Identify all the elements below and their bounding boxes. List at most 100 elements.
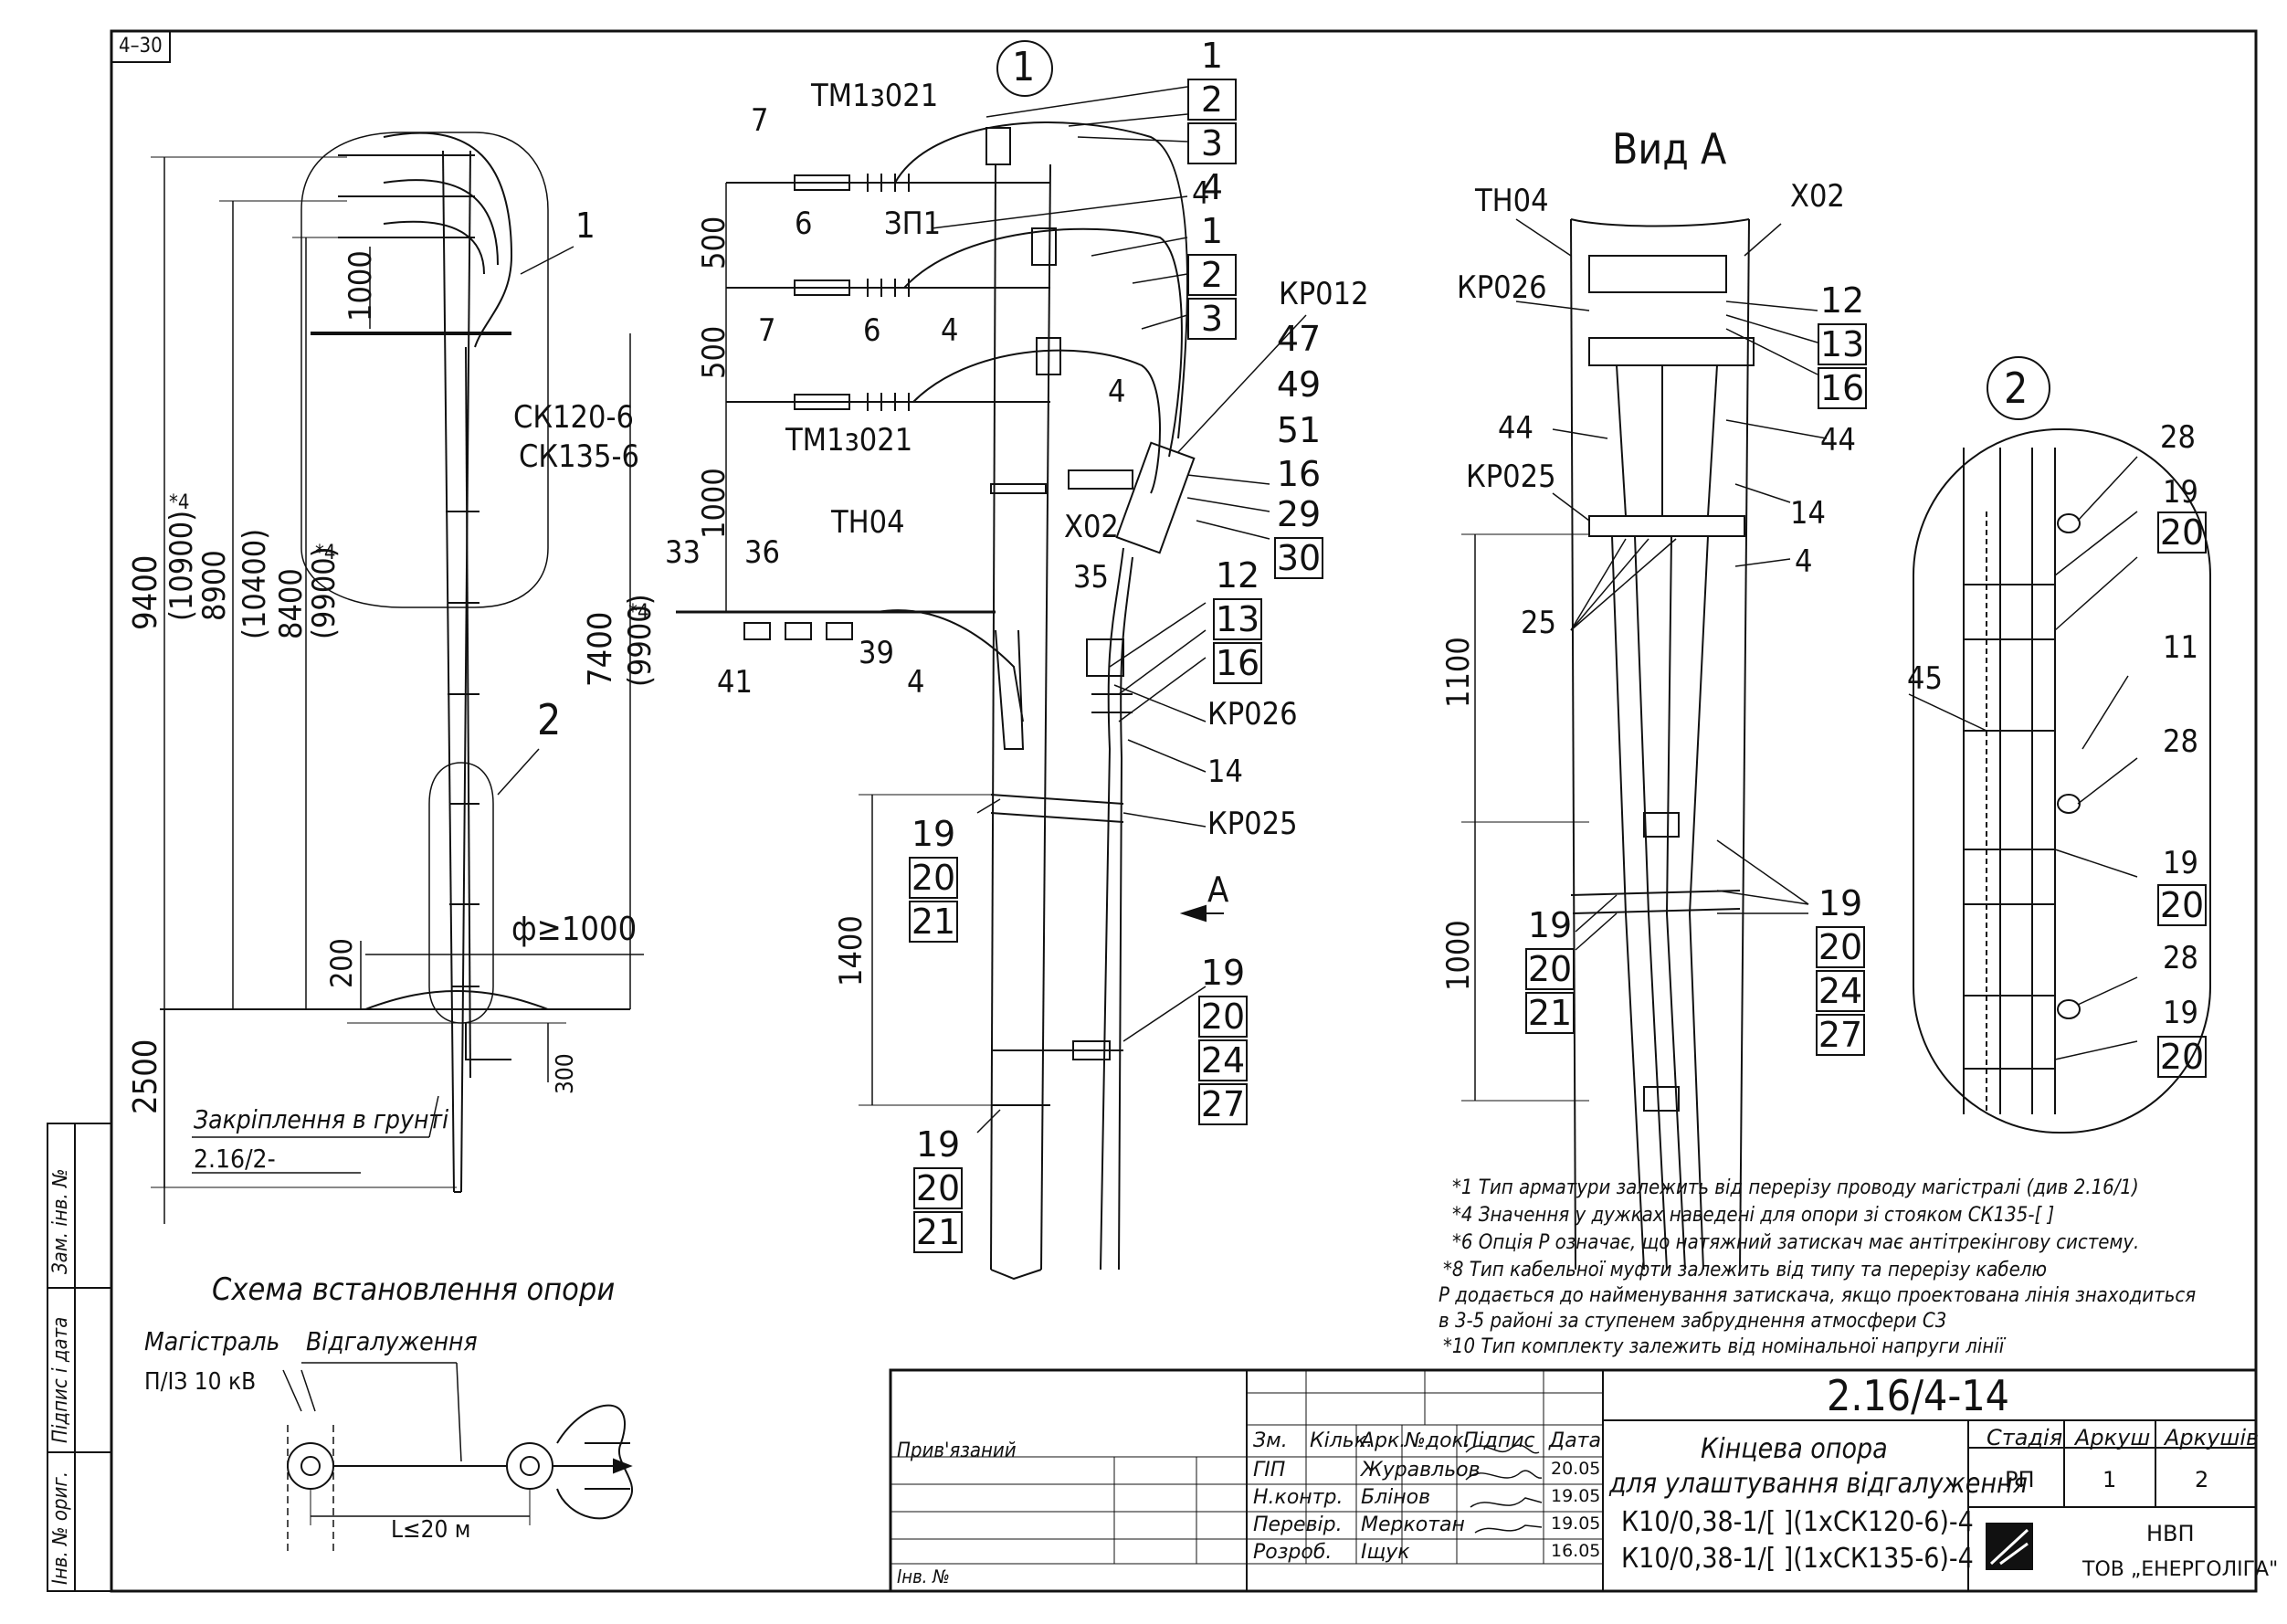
dim-1000-left: 1000	[343, 250, 379, 322]
view-number-1: 1	[1012, 44, 1036, 90]
stack-kr012-16: 16	[1276, 454, 1322, 494]
stack-a-3: 3	[1187, 122, 1237, 164]
stack-16-center: 16	[1213, 642, 1262, 684]
va-stack-19b-19: 19	[1818, 883, 1863, 923]
v2-label-28c: 28	[2163, 940, 2198, 976]
stack-kr012-47: 47	[1276, 319, 1322, 359]
tb-row-1-role: Н.контр.	[1253, 1486, 1344, 1509]
center-label-35: 35	[1073, 559, 1109, 596]
stack-19b-24: 24	[1198, 1039, 1248, 1081]
va-stack-19a-21: 21	[1525, 992, 1575, 1034]
center-label-14: 14	[1207, 754, 1243, 790]
scheme-title: Схема встановлення опори	[212, 1271, 616, 1308]
v2-label-45: 45	[1907, 660, 1943, 697]
center-dim-1400: 1400	[833, 915, 869, 986]
stack-b-4: 4	[1200, 167, 1224, 207]
stack-19b-27: 27	[1198, 1083, 1248, 1125]
sheets-header: Аркушів	[2165, 1425, 2260, 1450]
center-label-tm1b: ТМ1з021	[785, 422, 913, 459]
center-label-kr025: КР025	[1207, 806, 1298, 842]
dim-200: 200	[324, 938, 359, 988]
stack-19c-19: 19	[915, 1124, 961, 1165]
stack-12-center: 12	[1215, 555, 1260, 596]
title-block	[889, 1368, 2258, 1593]
va-label-4: 4	[1795, 543, 1813, 580]
va-stack-12: 12	[1819, 280, 1865, 321]
company-line-2: ТОВ „ЕНЕРГОЛІГА"	[2082, 1558, 2279, 1581]
center-label-th04: ТН04	[831, 504, 905, 541]
v2-label-20c: 20	[2157, 1036, 2207, 1078]
va-label-25: 25	[1521, 605, 1556, 641]
side-stamp-sign: Підпис і дата	[49, 1316, 72, 1443]
center-label-kr026: КР026	[1207, 696, 1298, 733]
center-label-7a: 7	[751, 102, 769, 139]
title-line-2: для улаштування відгалуження	[1609, 1468, 2028, 1500]
tb-row-0-name: Журавльов	[1361, 1459, 1481, 1482]
v2-label-20a: 20	[2157, 511, 2207, 554]
stack-b-1: 1	[1200, 211, 1224, 251]
sheet-code: 4–30	[119, 35, 163, 58]
center-label-4c: 4	[907, 664, 925, 701]
center-label-7b: 7	[758, 312, 776, 349]
company-line-1: НВП	[2146, 1521, 2195, 1546]
stack-30: 30	[1274, 537, 1323, 579]
dim-10900: (10900)	[163, 510, 200, 621]
tb-row-1-name: Блінов	[1361, 1486, 1431, 1509]
side-stamp-replace: Зам. інв. №	[49, 1168, 72, 1274]
view-a	[1461, 218, 1828, 1271]
stage-value: РП	[2005, 1467, 2035, 1492]
va-stack-13: 13	[1818, 323, 1867, 365]
center-label-4b: 4	[1108, 374, 1126, 410]
tb-header-zm: Зм.	[1253, 1429, 1288, 1452]
scheme-diagram	[282, 1362, 633, 1553]
dim-8900: 8900	[196, 550, 233, 621]
stack-19b-19: 19	[1200, 953, 1246, 993]
va-label-14: 14	[1790, 495, 1826, 532]
left-callout-1: 1	[575, 206, 595, 246]
sheet-header: Аркуш	[2075, 1425, 2151, 1450]
pole-type-1: СК120-6	[513, 399, 634, 436]
center-label-x02: Х02	[1064, 509, 1119, 545]
stack-kr012-51: 51	[1276, 410, 1322, 450]
stack-19c-20: 20	[913, 1167, 963, 1209]
center-label-4a: 4	[941, 312, 959, 349]
v2-label-28b: 28	[2163, 723, 2198, 760]
tb-row-2-role: Перевір.	[1253, 1513, 1343, 1536]
side-stamp-orig: Інв. № ориг.	[49, 1471, 72, 1585]
fixing-ref: 2.16/2-	[194, 1144, 276, 1174]
center-label-33: 33	[665, 534, 701, 571]
va-stack-16: 16	[1818, 367, 1867, 409]
stack-b-2: 2	[1187, 254, 1237, 296]
note-6: в 3-5 районі за ступенем забруднення атм…	[1439, 1310, 1947, 1333]
note-5: Р додається до найменування затискача, я…	[1439, 1284, 2197, 1307]
stack-13-center: 13	[1213, 598, 1262, 640]
v2-label-11: 11	[2163, 629, 2198, 666]
sheets-value: 2	[2195, 1467, 2209, 1492]
left-callout-2: 2	[537, 695, 562, 744]
va-label-44a: 44	[1498, 410, 1533, 447]
arrow-a-label: А	[1207, 870, 1229, 910]
left-pole-view	[151, 132, 644, 1224]
fixing-label: Закріплення в грунті	[194, 1104, 449, 1134]
scheme-length: L≤20 м	[391, 1516, 471, 1544]
va-stack-19b-24: 24	[1816, 970, 1865, 1012]
title-line-1: Кінцева опора	[1701, 1433, 1888, 1465]
va-stack-19a-19: 19	[1527, 905, 1573, 945]
title-line-3: К10/0,38-1/[ ](1хСК120-6)-4	[1621, 1506, 1974, 1538]
inv-no-label: Інв. №	[897, 1566, 950, 1587]
note-3: *6 Опція Р означає, що натяжний затискач…	[1452, 1231, 2140, 1254]
stack-29: 29	[1276, 494, 1322, 534]
stack-kr012-49: 49	[1276, 364, 1322, 405]
v2-label-28a: 28	[2160, 419, 2196, 456]
va-stack-19b-20: 20	[1816, 926, 1865, 968]
attached-label: Прив'язаний	[897, 1439, 1017, 1462]
note-4: *8 Тип кабельної муфти залежить від типу…	[1443, 1259, 2048, 1281]
va-label-kr025: КР025	[1466, 459, 1556, 495]
note-2: *4 Значення у дужках наведені для опори …	[1452, 1204, 2055, 1227]
center-label-tm1: ТМ1з021	[811, 78, 939, 114]
tb-row-0-date: 20.05	[1551, 1459, 1601, 1479]
dim-10400: (10400)	[237, 528, 273, 639]
tb-header-kilk: Кільк.	[1310, 1429, 1374, 1452]
center-label-4d: 4	[1192, 175, 1210, 212]
pit-diameter: ф≥1000	[511, 911, 638, 948]
